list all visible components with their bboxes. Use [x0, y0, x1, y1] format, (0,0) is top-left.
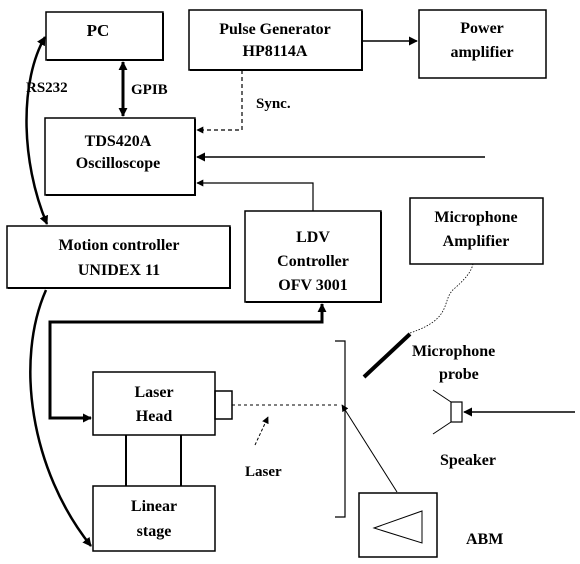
motion-controller-box: Motion controller UNIDEX 11: [6, 225, 231, 289]
gpib-label: GPIB: [131, 82, 168, 98]
abm-beam-arrow: [341, 404, 398, 493]
laser-head-label-line2: Head: [136, 408, 173, 425]
motion-to-stage-cable: [29, 289, 92, 547]
microphone-cable: [409, 263, 474, 334]
motion-controller-label-line2: UNIDEX 11: [78, 262, 160, 279]
linear-stage-box: Linear stage: [92, 485, 216, 552]
ldv-controller-label-line2: Controller: [277, 253, 349, 270]
ldv-controller-label-line1: LDV: [296, 229, 330, 246]
oscilloscope-box: TDS420A Oscilloscope: [44, 117, 196, 196]
power-amplifier-box: Power amplifier: [418, 9, 547, 79]
motion-controller-label-line1: Motion controller: [58, 237, 179, 254]
oscilloscope-label-line1: TDS420A: [85, 133, 152, 150]
linear-stage-label-line1: Linear: [131, 498, 177, 515]
laser-pointer-arrow: [254, 416, 269, 446]
oscilloscope-label-line2: Oscilloscope: [76, 155, 160, 172]
power-amplifier-label-line2: amplifier: [450, 44, 513, 61]
abm-box: [358, 492, 438, 558]
laser-head-label-line1: Laser: [134, 384, 173, 401]
sync-label: Sync.: [256, 96, 291, 112]
laser-head-box: Laser Head: [92, 371, 216, 436]
microphone-probe-icon: [362, 332, 412, 379]
pulse-generator-box: Pulse Generator HP8114A: [188, 9, 363, 71]
rs232-label: RS232: [26, 80, 68, 96]
microphone-amplifier-label-line2: Amplifier: [443, 233, 510, 250]
microphone-amplifier-box: Microphone Amplifier: [409, 197, 544, 265]
microphone-probe-label-line1: Microphone: [412, 343, 495, 360]
rs232-cable: [25, 36, 49, 225]
linear-stage-label-line2: stage: [137, 523, 172, 540]
ldv-controller-label-line3: OFV 3001: [278, 277, 347, 294]
laser-head-nozzle: [214, 390, 233, 420]
pulse-generator-label-line2: HP8114A: [243, 43, 308, 60]
specimen-plate: [335, 340, 346, 518]
microphone-amplifier-label-line1: Microphone: [434, 209, 517, 226]
abm-label: ABM: [466, 531, 503, 548]
ldv-to-oscilloscope-line: [196, 179, 314, 211]
pc-label: PC: [87, 21, 110, 40]
speaker-icon: [432, 389, 463, 435]
pc-box: PC: [45, 11, 164, 61]
microphone-probe-label-line2: probe: [439, 366, 479, 383]
ldv-controller-box: LDV Controller OFV 3001: [244, 210, 382, 303]
laser-label: Laser: [245, 464, 282, 480]
pulse-generator-label-line1: Pulse Generator: [219, 21, 331, 38]
laser-head-to-ldv-cable: [48, 303, 327, 423]
speaker-label: Speaker: [440, 452, 496, 469]
sync-line: [196, 70, 243, 134]
power-amplifier-label-line1: Power: [460, 20, 504, 37]
